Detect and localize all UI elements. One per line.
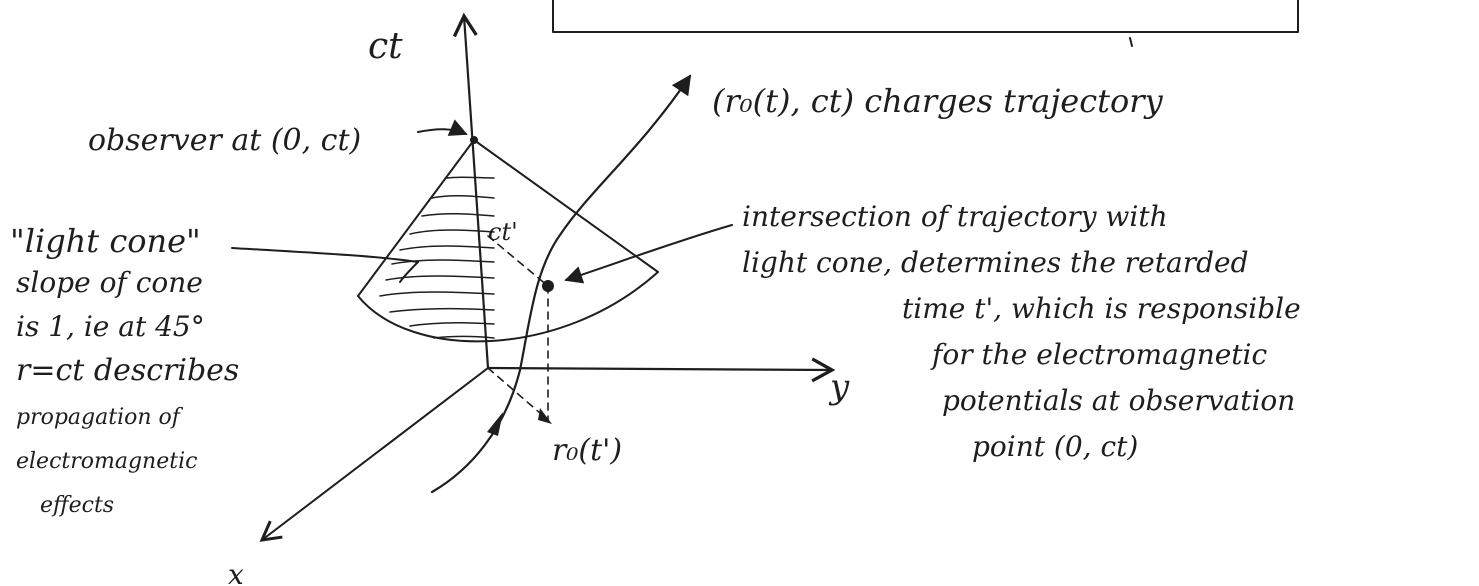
- intersection-note: intersection of trajectory with light con…: [742, 200, 1301, 463]
- slope-note-line-5: electromagnetic: [16, 449, 197, 474]
- slope-note: slope of cone is 1, ie at 45° r=ct describ…: [16, 266, 239, 518]
- slope-note-line-6: effects: [40, 493, 114, 518]
- slope-note-line-2: is 1, ie at 45°: [16, 310, 205, 343]
- charge-trajectory: [430, 74, 692, 494]
- observer-label: observer at (0, ct): [88, 123, 361, 158]
- intersection-note-line-2: light cone, determines the retarded: [742, 246, 1249, 279]
- trajectory-arrowhead: [487, 412, 503, 436]
- y-axis-label: y: [828, 367, 850, 407]
- intersection-note-line-5: potentials at observation: [942, 384, 1295, 417]
- top-box-border: [552, 0, 1299, 33]
- intersection-note-line-4: for the electromagnetic: [930, 338, 1268, 371]
- intersection-note-line-3: time t', which is responsible: [902, 292, 1301, 325]
- retarded-position-label: r₀(t'): [552, 433, 622, 468]
- ct-axis: [452, 12, 490, 370]
- intersection-note-line-1: intersection of trajectory with: [742, 200, 1168, 233]
- ct-axis-label: ct: [368, 26, 403, 67]
- x-axis-label: x: [228, 558, 244, 586]
- light-cone-pointer: [231, 247, 419, 263]
- intersection-note-line-6: point (0, ct): [972, 430, 1138, 463]
- light-cone: [357, 139, 659, 343]
- intersection-pointer: [564, 224, 733, 284]
- x-axis: [259, 367, 489, 542]
- slope-note-line-1: slope of cone: [16, 266, 203, 299]
- slope-note-line-4: propagation of: [16, 405, 184, 430]
- retarded-time-label: ct': [488, 218, 518, 246]
- slope-note-line-3: r=ct describes: [16, 353, 239, 388]
- trajectory-label: (r₀(t), ct) charges trajectory: [712, 82, 1164, 120]
- tick-mark: [1129, 37, 1133, 47]
- y-axis: [486, 357, 836, 383]
- light-cone-pointer-tip: [399, 261, 419, 283]
- light-cone-label: "light cone": [10, 222, 201, 260]
- cone-hatching: [379, 176, 495, 339]
- observer-pointer: [417, 119, 468, 136]
- retarded-position-arrowhead: [538, 408, 552, 424]
- observer-point: [470, 136, 478, 144]
- projection-lines: [487, 235, 549, 421]
